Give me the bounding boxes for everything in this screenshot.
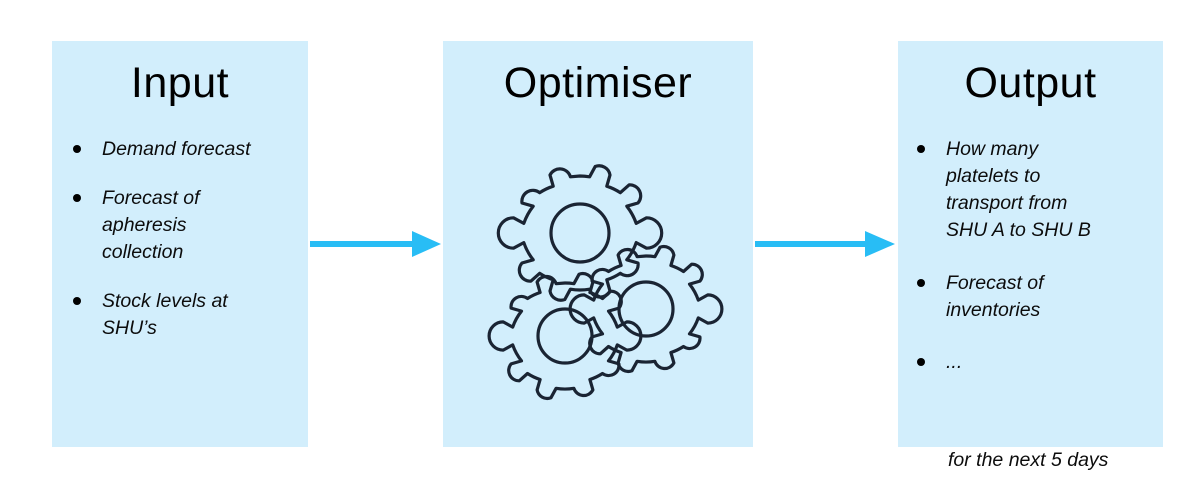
list-item: Demand forecast (62, 136, 302, 163)
panel-input: Input Demand forecast Forecast of aphere… (52, 41, 308, 447)
list-item: Stock levels at SHU’s (62, 288, 287, 342)
arrow-input-to-optimiser (308, 228, 443, 260)
panel-optimiser: Optimiser (443, 41, 753, 447)
panel-output-title: Output (964, 59, 1097, 107)
list-item: Forecast of apheresis collection (62, 185, 247, 266)
input-bullet-list: Demand forecast Forecast of apheresis co… (62, 136, 302, 363)
output-footnote: for the next 5 days (948, 449, 1109, 471)
panel-input-title: Input (130, 59, 230, 107)
arrow-optimiser-to-output (753, 228, 898, 260)
panel-output: Output How many platelets to transport f… (898, 41, 1163, 471)
gears-icon (461, 137, 736, 407)
list-item: Forecast of inventories (906, 270, 1091, 324)
list-item: ... (906, 349, 1156, 376)
output-bullet-list: How many platelets to transport from SHU… (906, 136, 1156, 398)
panel-optimiser-title: Optimiser (503, 59, 693, 107)
list-item: How many platelets to transport from SHU… (906, 136, 1106, 244)
